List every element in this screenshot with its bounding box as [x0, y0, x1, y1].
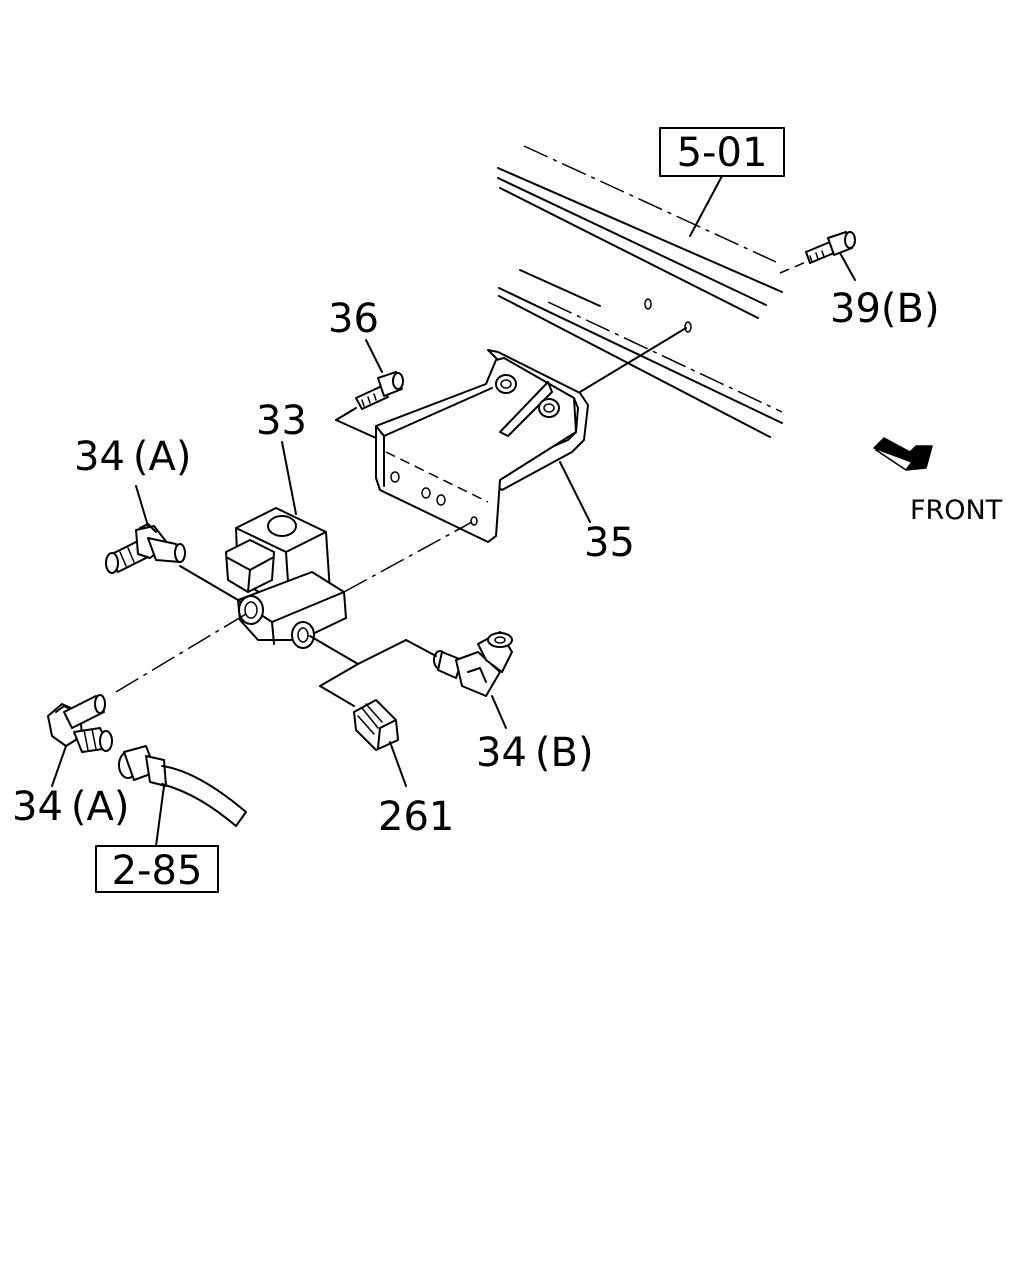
- bolt-39b: [779, 231, 856, 274]
- ref-label-2-85[interactable]: 2-85: [112, 848, 203, 894]
- valve-to-bracket-line: [343, 521, 473, 593]
- fitting-34b: [433, 631, 513, 697]
- plug-261: [353, 699, 399, 751]
- front-arrow-icon: [873, 437, 933, 471]
- leader-5-01: [689, 175, 723, 237]
- callout-35: 35: [584, 520, 635, 566]
- fitting-34a-top: [105, 523, 186, 574]
- fitting-to-valve-dashline: [115, 613, 247, 693]
- callout-39b: 39(B): [830, 286, 940, 332]
- callout-36: 36: [328, 296, 379, 342]
- callout-33: 33: [256, 398, 307, 444]
- front-label: FRONT: [910, 495, 1003, 526]
- fitting-to-valve-line: [179, 565, 239, 601]
- leader-2-85: [155, 785, 165, 847]
- callout-34b: 34(B): [476, 730, 594, 776]
- leader-39b: [839, 252, 856, 281]
- fitting-34a-bottom: [47, 694, 113, 753]
- leader-34b: [491, 695, 507, 729]
- ref-label-5-01[interactable]: 5-01: [677, 130, 768, 176]
- harness-2-85: [118, 745, 247, 827]
- bracket-35: [375, 349, 589, 543]
- callout-34a-top: 34(A): [74, 434, 191, 480]
- valve-outlet-lines: [309, 635, 437, 707]
- leader-261: [389, 741, 407, 787]
- leader-35: [559, 461, 591, 523]
- callout-34a-bottom: 34(A): [12, 784, 129, 830]
- callout-261: 261: [378, 794, 454, 840]
- bracket-to-rail-line: [579, 327, 687, 393]
- leader-34a-bottom: [51, 745, 67, 787]
- ref-box-2-85: [95, 845, 219, 893]
- leader-34a-top: [135, 485, 149, 527]
- bolt-36: [335, 371, 404, 439]
- leader-36: [365, 339, 383, 373]
- solenoid-valve-33: [225, 507, 347, 649]
- leader-33: [281, 441, 297, 515]
